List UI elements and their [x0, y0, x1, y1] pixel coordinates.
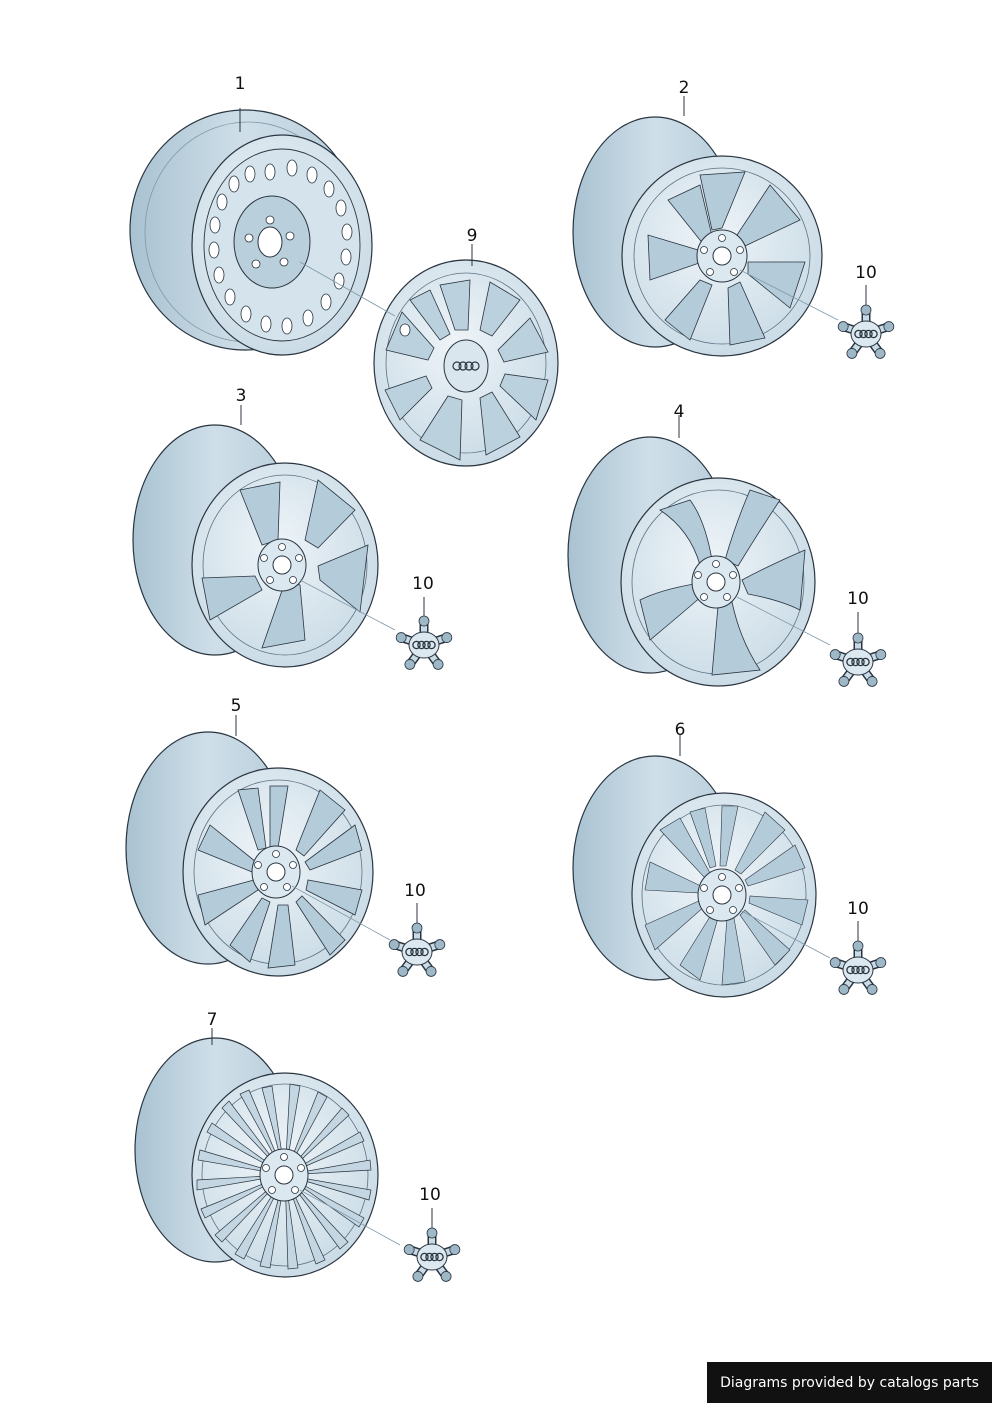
four-rings-emblem-icon	[846, 965, 870, 975]
wheel-3-alloy	[132, 405, 396, 668]
center-cap-3	[829, 612, 887, 687]
four-rings-emblem-icon	[405, 947, 429, 957]
four-rings-emblem-icon	[846, 657, 870, 667]
callout-2: 2	[678, 78, 690, 98]
wheel-4-alloy	[567, 415, 831, 687]
four-rings-emblem-icon	[420, 1252, 444, 1262]
four-rings-emblem-icon	[854, 329, 878, 339]
wheel-1-steel	[129, 108, 373, 356]
ventilation-holes	[208, 159, 353, 335]
callout-10-d: 10	[404, 881, 426, 901]
wheel-5-alloy	[125, 715, 391, 977]
callout-10-a: 10	[855, 263, 877, 283]
callout-4: 4	[673, 402, 685, 422]
footer-text: Diagrams provided by catalogs parts	[720, 1374, 979, 1391]
wheel-cover-9	[299, 244, 559, 467]
callout-3: 3	[235, 386, 247, 406]
callout-6: 6	[674, 720, 686, 740]
callout-10-e: 10	[847, 899, 869, 919]
center-cap-4	[388, 903, 446, 977]
center-cap-5	[829, 921, 887, 995]
wheel-7-alloy	[134, 1028, 401, 1278]
wheel-2-alloy	[572, 96, 839, 357]
center-cap-6	[403, 1208, 461, 1282]
center-cap-2	[395, 597, 453, 670]
callout-5: 5	[230, 696, 242, 716]
callout-10-f: 10	[419, 1185, 441, 1205]
four-rings-emblem-icon	[452, 361, 480, 371]
four-rings-emblem-icon	[412, 640, 436, 650]
callout-10-c: 10	[847, 589, 869, 609]
center-caps	[388, 285, 895, 1282]
wheel-6-alloy	[572, 735, 831, 998]
callout-1: 1	[234, 74, 246, 94]
callout-7: 7	[206, 1010, 218, 1030]
callout-10-b: 10	[412, 574, 434, 594]
callout-9: 9	[466, 226, 478, 246]
footer-credit: Diagrams provided by catalogs parts	[707, 1362, 992, 1403]
center-cap-1	[837, 285, 895, 359]
